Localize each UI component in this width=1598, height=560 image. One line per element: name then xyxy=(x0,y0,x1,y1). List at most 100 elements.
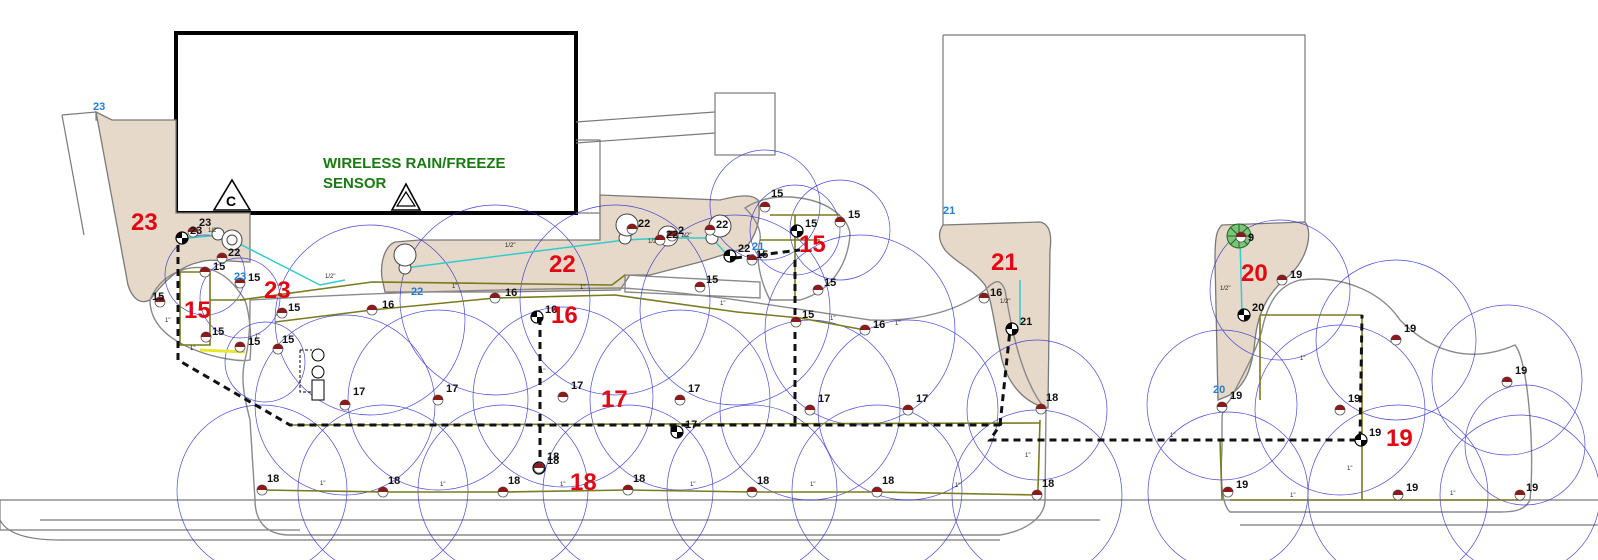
head-label: 15 xyxy=(756,249,768,261)
spray-head-icon xyxy=(199,266,211,278)
pipe-size-labels: 1/2"1/2"1/2"1/2"1/2"1/2"1/2"1"1"1"1"1"1"… xyxy=(165,228,1455,499)
controller-symbol-label: C xyxy=(226,193,236,209)
zone-label: 19 xyxy=(1386,425,1413,452)
lateral-15-top xyxy=(239,274,626,301)
head-label: 15 xyxy=(802,309,814,321)
pipe-size-label: 1" xyxy=(165,318,170,324)
spray-head-icon xyxy=(1031,489,1043,501)
head-label: 15 xyxy=(213,261,225,273)
backflow-assembly xyxy=(299,348,325,401)
turf-right xyxy=(1220,278,1533,513)
spray-head-icon xyxy=(234,341,246,353)
rain-sensor-symbol xyxy=(390,182,422,211)
spray-head-icon xyxy=(654,234,666,246)
spray-head-icon xyxy=(1334,404,1346,416)
control-valve-icon xyxy=(723,249,737,263)
pipe-size-label: 1" xyxy=(190,346,195,352)
spray-head-icon xyxy=(871,486,883,498)
head-label: 15 xyxy=(212,326,224,338)
spray-head-icon xyxy=(622,484,634,496)
controller-station-label: 23 xyxy=(93,101,105,113)
pipe-size-label: 1/2" xyxy=(1220,286,1230,292)
lateral-pipes xyxy=(179,214,1522,501)
pipe-size-label: 1" xyxy=(1347,466,1352,472)
arc xyxy=(966,339,1108,481)
spray-head-icon xyxy=(276,307,288,319)
arc xyxy=(1307,404,1489,560)
arc xyxy=(791,404,963,560)
head-label: 18 xyxy=(547,451,559,463)
valve-label: 15 xyxy=(805,218,817,230)
controller-station-label: 21 xyxy=(943,205,955,217)
arc xyxy=(1431,304,1583,456)
pipe-size-label: 1" xyxy=(540,369,545,375)
head-label: 16 xyxy=(873,319,885,331)
spray-head-icon xyxy=(759,201,771,213)
control-valve-icon xyxy=(1237,308,1251,322)
head-label: 17 xyxy=(571,380,583,392)
head-label: 15 xyxy=(288,302,300,314)
head-label: 19 xyxy=(1515,365,1527,377)
control-valve-icon xyxy=(1005,322,1019,336)
spray-head-icon xyxy=(1216,401,1228,413)
valve-label: 16 xyxy=(545,304,557,316)
arc xyxy=(274,224,466,416)
pipe-size-label: 1" xyxy=(255,334,260,340)
spray-head-icon xyxy=(1276,274,1288,286)
rain-sensor-inner-icon xyxy=(395,190,417,207)
pipe-size-label: 1" xyxy=(810,482,815,488)
meter-icon xyxy=(311,348,325,362)
control-valve-icon xyxy=(670,425,684,439)
spray-head-icon xyxy=(272,343,284,355)
pipe-size-label: 1" xyxy=(440,482,445,488)
spray-head-icon xyxy=(377,486,389,498)
spray-head-icon xyxy=(666,230,678,242)
drip-20 xyxy=(1239,237,1243,316)
arc xyxy=(817,319,999,501)
building-strip xyxy=(576,139,601,214)
zone-label: 16 xyxy=(551,302,578,329)
head-label: 17 xyxy=(446,383,458,395)
head-label: 18 xyxy=(267,473,279,485)
sidewalk-curb xyxy=(0,499,1598,531)
head-label: 18 xyxy=(508,475,520,487)
arc xyxy=(399,204,591,396)
head-label: 15 xyxy=(248,336,260,348)
mainline-run xyxy=(176,245,1364,442)
head-label: 16 xyxy=(990,287,1002,299)
pipe-size-label: 1" xyxy=(830,316,835,322)
spray-head-icon xyxy=(812,284,824,296)
valve-label: 19 xyxy=(1369,427,1381,439)
arc xyxy=(789,179,891,281)
spray-head-icon xyxy=(154,296,166,308)
control-valve-icon xyxy=(790,224,804,238)
zone-label: 17 xyxy=(601,386,628,413)
spray-head-icon xyxy=(1514,489,1526,501)
lateral-17 xyxy=(289,422,1041,426)
head-label: 19 xyxy=(1236,479,1248,491)
arc xyxy=(1209,219,1351,361)
pipe-size-label: 1/2" xyxy=(681,233,691,239)
right-building xyxy=(942,34,1306,225)
spray-head-icon xyxy=(834,216,846,228)
head-label: 22 xyxy=(228,247,240,259)
bed-zone-20 xyxy=(1214,221,1310,401)
turf-strip-15 xyxy=(624,274,761,299)
arc xyxy=(224,321,306,403)
spray-head-icon xyxy=(674,394,686,406)
sensor-note-line1: WIRELESS RAIN/FREEZE xyxy=(323,155,506,172)
spray-head-icon xyxy=(704,224,716,236)
head-label: 19 xyxy=(1406,482,1418,494)
spray-head-icon xyxy=(978,292,990,304)
spray-head-icon xyxy=(902,404,914,416)
site-outlines xyxy=(0,31,1598,541)
controller-symbol: C xyxy=(212,178,252,211)
spray-head-icon xyxy=(1501,376,1513,388)
zone-label: 15 xyxy=(799,231,826,258)
spray-head-icon xyxy=(746,254,758,266)
spray-head-icon xyxy=(489,292,501,304)
spray-head-icon xyxy=(234,277,246,289)
controller-station-label: 20 xyxy=(1213,384,1225,396)
mainline xyxy=(176,245,1364,470)
control-valve-icon xyxy=(175,231,189,245)
